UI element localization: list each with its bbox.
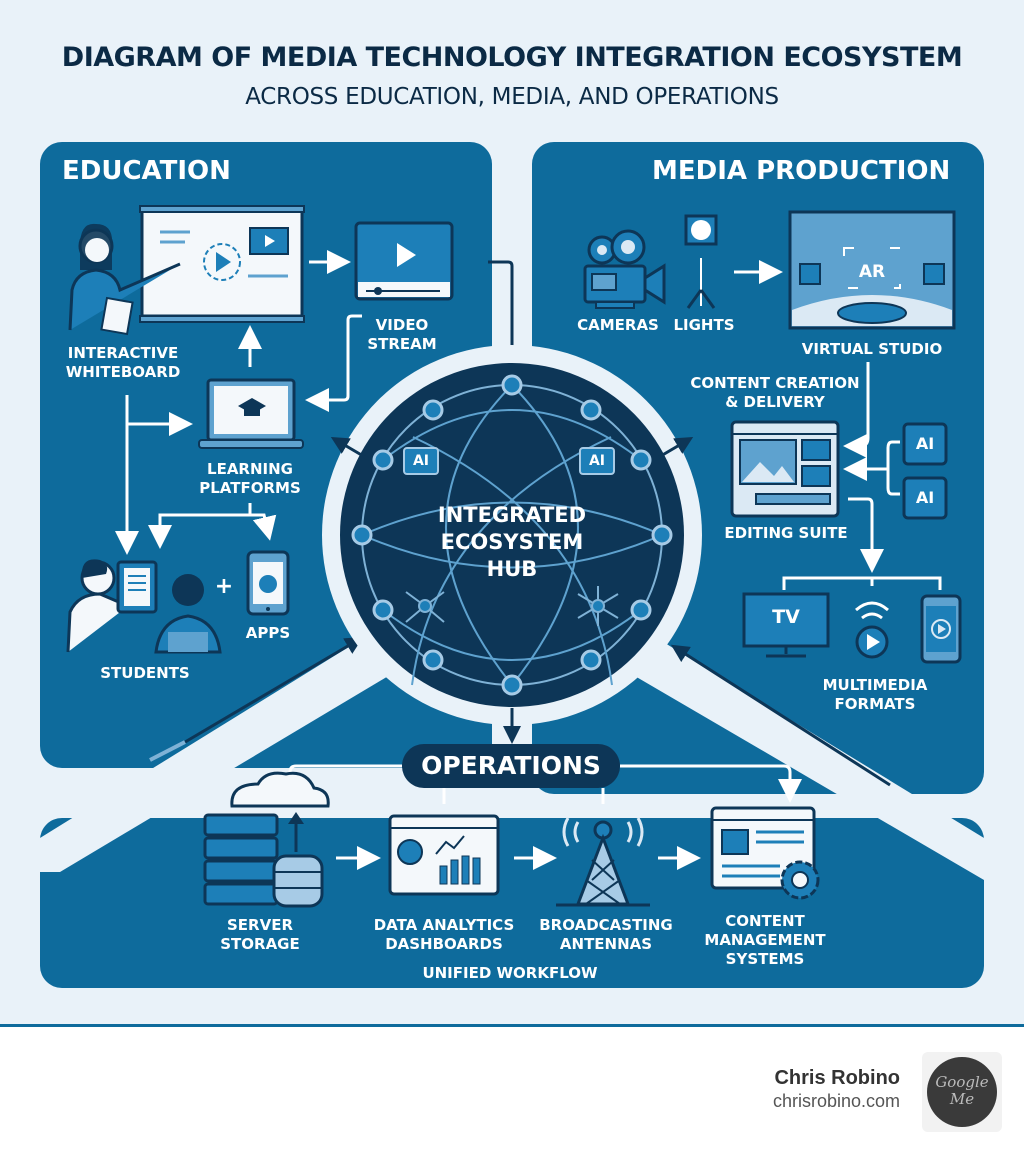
author-site[interactable]: chrisrobino.com [772,1091,900,1111]
author-name: Chris Robino [774,1067,900,1089]
diagram-title: DIAGRAM OF MEDIA TECHNOLOGY INTEGRATION … [61,42,963,73]
hub-ai-right-label: AI [588,453,606,469]
media-production-title: MEDIA PRODUCTION [652,156,951,186]
camera-icon [583,229,666,309]
label-cameras: CAMERAS [577,316,659,334]
virtual-studio-icon: AR [788,210,956,330]
ai-chip-top-label: AI [915,434,935,453]
label-data-analytics: DATA ANALYTICS DASHBOARDS [373,916,515,953]
label-interactive-whiteboard: INTERACTIVE WHITEBOARD [65,344,181,381]
label-apps: APPS [245,624,291,642]
hub-connector-bands [40,142,984,880]
label-video-stream: VIDEO STREAM [367,316,437,353]
phone-apps-icon [246,550,290,616]
label-virtual-studio: VIRTUAL STUDIO [801,340,943,358]
label-learning-platforms: LEARNING PLATFORMS [199,460,301,497]
smartphone-icon [920,594,962,664]
server-storage-icon [203,771,330,908]
label-content-creation: CONTENT CREATION & DELIVERY [690,374,860,411]
ar-label: AR [859,262,885,282]
hub-label: INTEGRATED ECOSYSTEM HUB [437,503,587,581]
diagram-graphics: AR [40,142,984,908]
light-stand-icon [684,214,718,309]
diagram-canvas: DIAGRAM OF MEDIA TECHNOLOGY INTEGRATION … [0,0,1024,1024]
plus-sign: + [214,574,234,599]
analytics-dashboard-icon [388,814,500,896]
label-editing-suite: EDITING SUITE [724,524,848,542]
label-multimedia-formats: MULTIMEDIA FORMATS [822,676,928,713]
tv-icon [742,592,830,658]
ai-chip-top-icon [902,422,948,466]
hub-ai-chip-right [579,447,615,475]
ai-chip-bottom-label: AI [915,488,935,507]
label-broadcasting-antennas: BROADCASTING ANTENNAS [539,916,673,953]
streaming-icon [855,601,889,659]
students-icon [66,559,222,654]
whiteboard-icon [139,205,305,323]
label-students: STUDENTS [100,664,190,682]
broadcast-antenna-icon [556,817,650,907]
operations-panel [40,818,984,988]
footer-divider [0,1024,1024,1027]
operations-title: OPERATIONS [402,744,620,788]
author-block: Chris Robino chrisrobino.com [773,1067,900,1112]
laptop-icon [198,378,304,449]
hub-globe [322,345,702,744]
teacher-icon [68,223,181,336]
label-lights: LIGHTS [673,316,735,334]
google-me-logo: Google Me [927,1057,997,1127]
tv-label: TV [772,606,800,628]
hub-ai-left-label: AI [412,453,430,469]
label-server-storage: SERVER STORAGE [220,916,300,953]
hub-ai-chip-left [403,447,439,475]
label-cms: CONTENT MANAGEMENT SYSTEMS [704,912,826,968]
editing-suite-icon [730,420,840,518]
cms-icon [710,806,820,900]
ai-chip-bottom-icon [902,476,948,520]
diagram-subtitle: ACROSS EDUCATION, MEDIA, AND OPERATIONS [245,84,779,110]
video-stream-icon [354,221,454,301]
google-me-badge[interactable]: Google Me [922,1052,1002,1132]
label-unified-workflow: UNIFIED WORKFLOW [422,964,598,982]
education-title: EDUCATION [62,156,231,186]
